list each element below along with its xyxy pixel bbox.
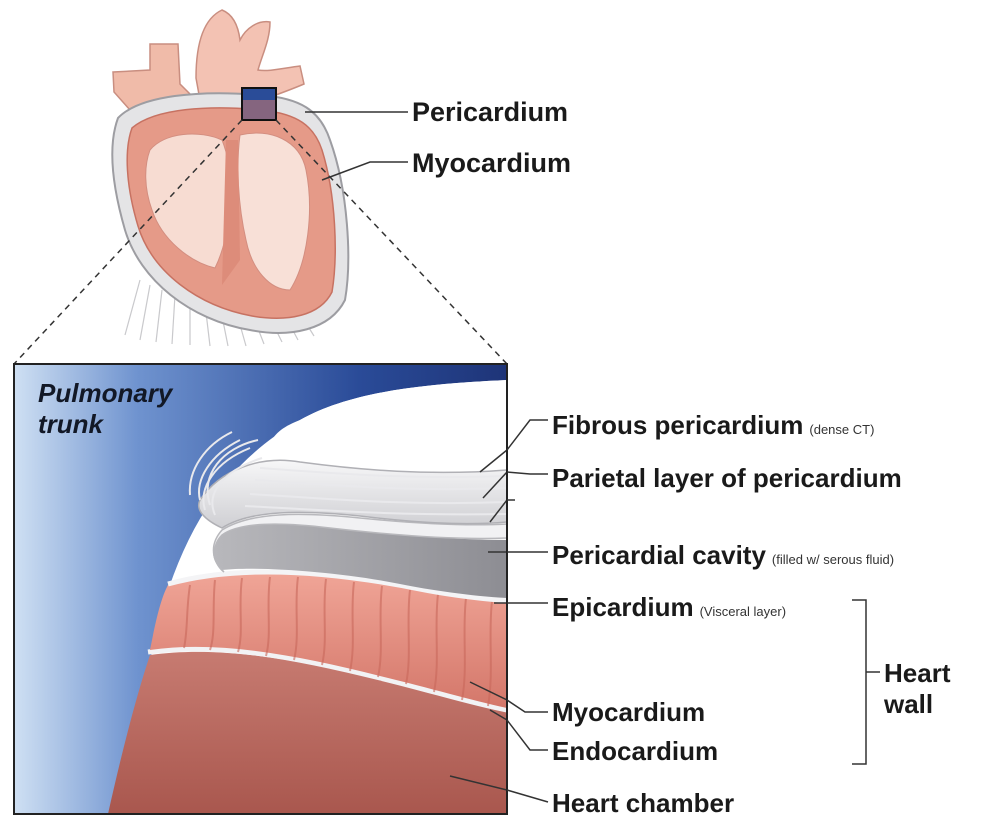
fibrous-note: (dense CT) [809,422,874,437]
epicardium-text: Epicardium [552,592,694,622]
label-pericardial-cavity: Pericardial cavity (filled w/ serous flui… [552,542,894,568]
label-parietal-layer: Parietal layer of pericardium [552,465,902,491]
label-endocardium: Endocardium [552,738,718,764]
label-heart-wall: Heart wall [884,658,950,720]
aorta-shape [196,10,304,100]
detail-leader-lines [507,420,548,802]
pulmonary-trunk-line1: Pulmonary [38,378,172,408]
heart-wall-line1: Heart [884,658,950,688]
fibrous-pericardium-text: Fibrous pericardium [552,410,803,440]
pericardial-cavity-note: (filled w/ serous fluid) [772,552,894,567]
pericardial-cavity-text: Pericardial cavity [552,540,766,570]
pulmonary-trunk-line2: trunk [38,409,103,439]
label-myocardium-top: Myocardium [412,150,571,177]
label-pericardium: Pericardium [412,99,568,126]
label-fibrous-pericardium: Fibrous pericardium (dense CT) [552,412,874,438]
label-myocardium-bottom: Myocardium [552,699,705,725]
heart-wall-line2: wall [884,689,933,719]
label-epicardium: Epicardium (Visceral layer) [552,594,786,620]
epicardium-note: (Visceral layer) [700,604,786,619]
label-pulmonary-trunk: Pulmonary trunk [38,378,172,439]
heart-illustration [112,10,348,346]
heart-wall-bracket [852,600,866,764]
label-heart-chamber: Heart chamber [552,790,734,816]
